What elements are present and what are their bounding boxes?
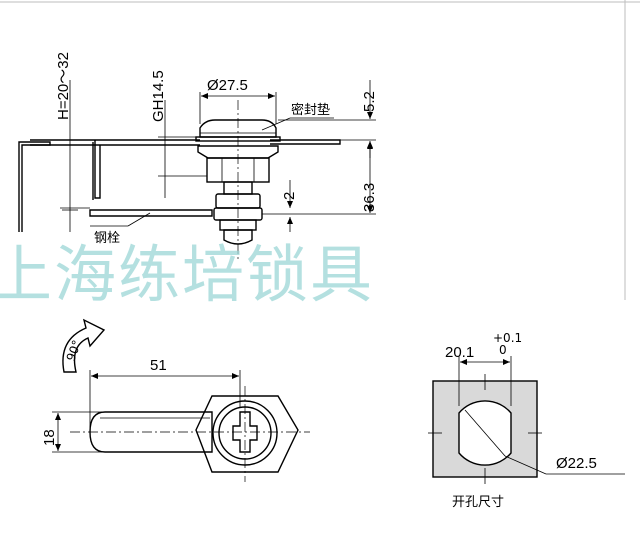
rotation-label: 90°: [64, 338, 84, 363]
gasket-label: 密封垫: [291, 102, 330, 118]
dim-hole-leader: [504, 455, 547, 475]
keyway-icon: [232, 411, 258, 453]
hex-head: [195, 395, 299, 473]
panel-right: [270, 139, 341, 145]
dim-thread: GH14.5: [150, 70, 167, 122]
dim-hole-diameter: Ø22.5: [556, 455, 597, 472]
dim-cam-length: 51: [150, 357, 167, 374]
cam-bar: [89, 411, 213, 453]
dim-hole-diagonal: [464, 409, 506, 457]
dim-washer-gap: 2: [281, 192, 298, 200]
cutout-view: 20.1 +0.1 0 Ø22.5 开孔尺寸: [428, 331, 625, 510]
cutout-caption: 开孔尺寸: [452, 495, 504, 510]
bottom-nut: [223, 229, 253, 245]
cam-view: 90° 51 18: [41, 318, 310, 482]
dim-cam-width: 18: [41, 429, 58, 446]
bolt-label: 钢栓: [94, 231, 120, 246]
dim-tol-lower: 0: [499, 343, 507, 357]
inner-plate: [92, 140, 101, 200]
dim-flange-thickness: 5.2: [361, 91, 378, 112]
dim-cutout-width: 20.1: [445, 344, 474, 361]
bracket-left: [18, 141, 51, 232]
watermark-text: 上海练培锁具: [0, 238, 374, 311]
panel-top: [30, 139, 200, 146]
dim-tol-upper: +0.1: [493, 331, 522, 345]
cylinder-inner: [218, 406, 272, 460]
dim-height-range: H=20～32: [55, 52, 72, 120]
bolt-leader: [127, 212, 151, 227]
rotation-arrow-icon: [62, 318, 106, 373]
dim-flange-diameter: Ø27.5: [207, 77, 248, 94]
bolt-plate: [89, 209, 213, 217]
flange-head: [199, 119, 277, 138]
dim-body-length: 36.3: [361, 183, 378, 212]
side-view: H=20～32 GH14.5 Ø27.5 密封垫 5.2 36.3 2 钢栓: [18, 52, 378, 262]
